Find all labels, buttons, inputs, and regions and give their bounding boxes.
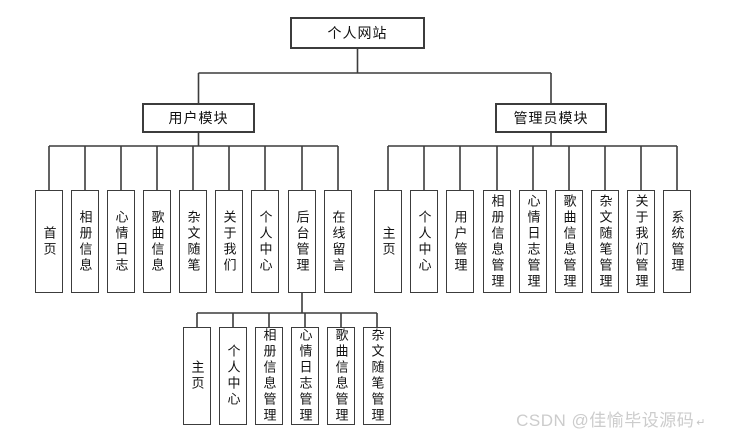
node-box: 个人中心 — [219, 327, 247, 425]
node-box: 相册信息管理 — [483, 190, 511, 293]
node-label: 个人中心 — [416, 209, 432, 274]
node-box: 心情日志 — [107, 190, 135, 293]
node-box: 杂文随笔管理 — [591, 190, 619, 293]
node-box: 主页 — [183, 327, 211, 425]
node-box: 用户管理 — [446, 190, 474, 293]
node-box: 相册信息 — [71, 190, 99, 293]
node-box: 关于我们管理 — [627, 190, 655, 293]
node-label: 歌曲信息管理 — [333, 328, 349, 424]
root-node: 个人网站 — [290, 17, 425, 49]
node-label: 杂文随笔管理 — [597, 193, 613, 290]
node-label: 个人中心 — [225, 344, 241, 408]
node-box: 歌曲信息 — [143, 190, 171, 293]
admin-module-node: 管理员模块 — [495, 103, 607, 133]
node-box: 杂文随笔管理 — [363, 327, 391, 425]
node-label: 用户管理 — [452, 209, 468, 274]
node-label: 相册信息 — [77, 209, 93, 274]
node-label: 系统管理 — [669, 209, 685, 274]
node-label: 主页 — [189, 360, 205, 392]
node-label: 杂文随笔 — [185, 209, 201, 274]
node-box: 个人中心 — [410, 190, 438, 293]
user-module-node: 用户模块 — [142, 103, 255, 133]
watermark-text: CSDN @佳愉毕设源码 — [516, 411, 695, 430]
root-label: 个人网站 — [327, 25, 388, 41]
node-label: 首页 — [41, 225, 57, 258]
user-module-label: 用户模块 — [168, 110, 229, 126]
node-box: 关于我们 — [215, 190, 243, 293]
node-label: 心情日志 — [113, 209, 129, 274]
node-box: 后台管理 — [288, 190, 316, 293]
node-box: 心情日志管理 — [291, 327, 319, 425]
node-box: 相册信息管理 — [255, 327, 283, 425]
admin-module-label: 管理员模块 — [513, 110, 589, 126]
node-box: 主页 — [374, 190, 402, 293]
node-box: 歌曲信息管理 — [327, 327, 355, 425]
node-box: 歌曲信息管理 — [555, 190, 583, 293]
node-box: 在线留言 — [324, 190, 352, 293]
node-label: 杂文随笔管理 — [369, 328, 385, 424]
node-label: 相册信息管理 — [261, 328, 277, 424]
node-label: 关于我们 — [221, 209, 237, 274]
node-box: 杂文随笔 — [179, 190, 207, 293]
node-label: 在线留言 — [330, 209, 346, 274]
node-box: 心情日志管理 — [519, 190, 547, 293]
node-label: 歌曲信息 — [149, 209, 165, 274]
return-mark-icon: ↵ — [696, 417, 706, 429]
node-label: 后台管理 — [294, 209, 310, 274]
node-box: 首页 — [35, 190, 63, 293]
node-label: 心情日志管理 — [297, 328, 313, 424]
node-label: 关于我们管理 — [633, 193, 649, 290]
node-label: 相册信息管理 — [489, 193, 505, 290]
node-box: 系统管理 — [663, 190, 691, 293]
node-box: 个人中心 — [251, 190, 279, 293]
node-label: 主页 — [380, 225, 396, 258]
watermark: CSDN @佳愉毕设源码 ↵ — [516, 406, 706, 431]
node-label: 个人中心 — [257, 209, 273, 274]
node-label: 歌曲信息管理 — [561, 193, 577, 290]
node-label: 心情日志管理 — [525, 193, 541, 290]
